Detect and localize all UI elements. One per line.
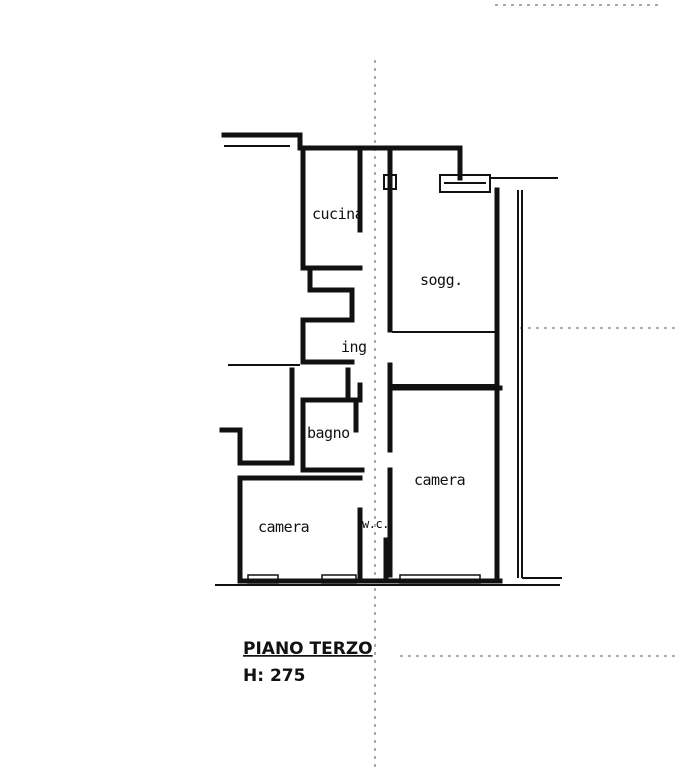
room-label-ingresso: ing [341, 338, 367, 356]
room-label-camera-left: camera [258, 518, 309, 536]
guide-lines [374, 4, 679, 768]
room-label-cucina: cucina [312, 205, 363, 223]
floor-caption: PIANO TERZO [243, 639, 373, 659]
room-label-camera-right: camera [414, 471, 465, 489]
exterior-walls [215, 132, 562, 586]
room-label-soggiorno: sogg. [420, 271, 463, 289]
room-label-bagno: bagno [307, 424, 350, 442]
room-label-wc: w.c. [362, 517, 389, 531]
interior-walls [300, 145, 503, 581]
height-caption: H: 275 [243, 666, 305, 686]
